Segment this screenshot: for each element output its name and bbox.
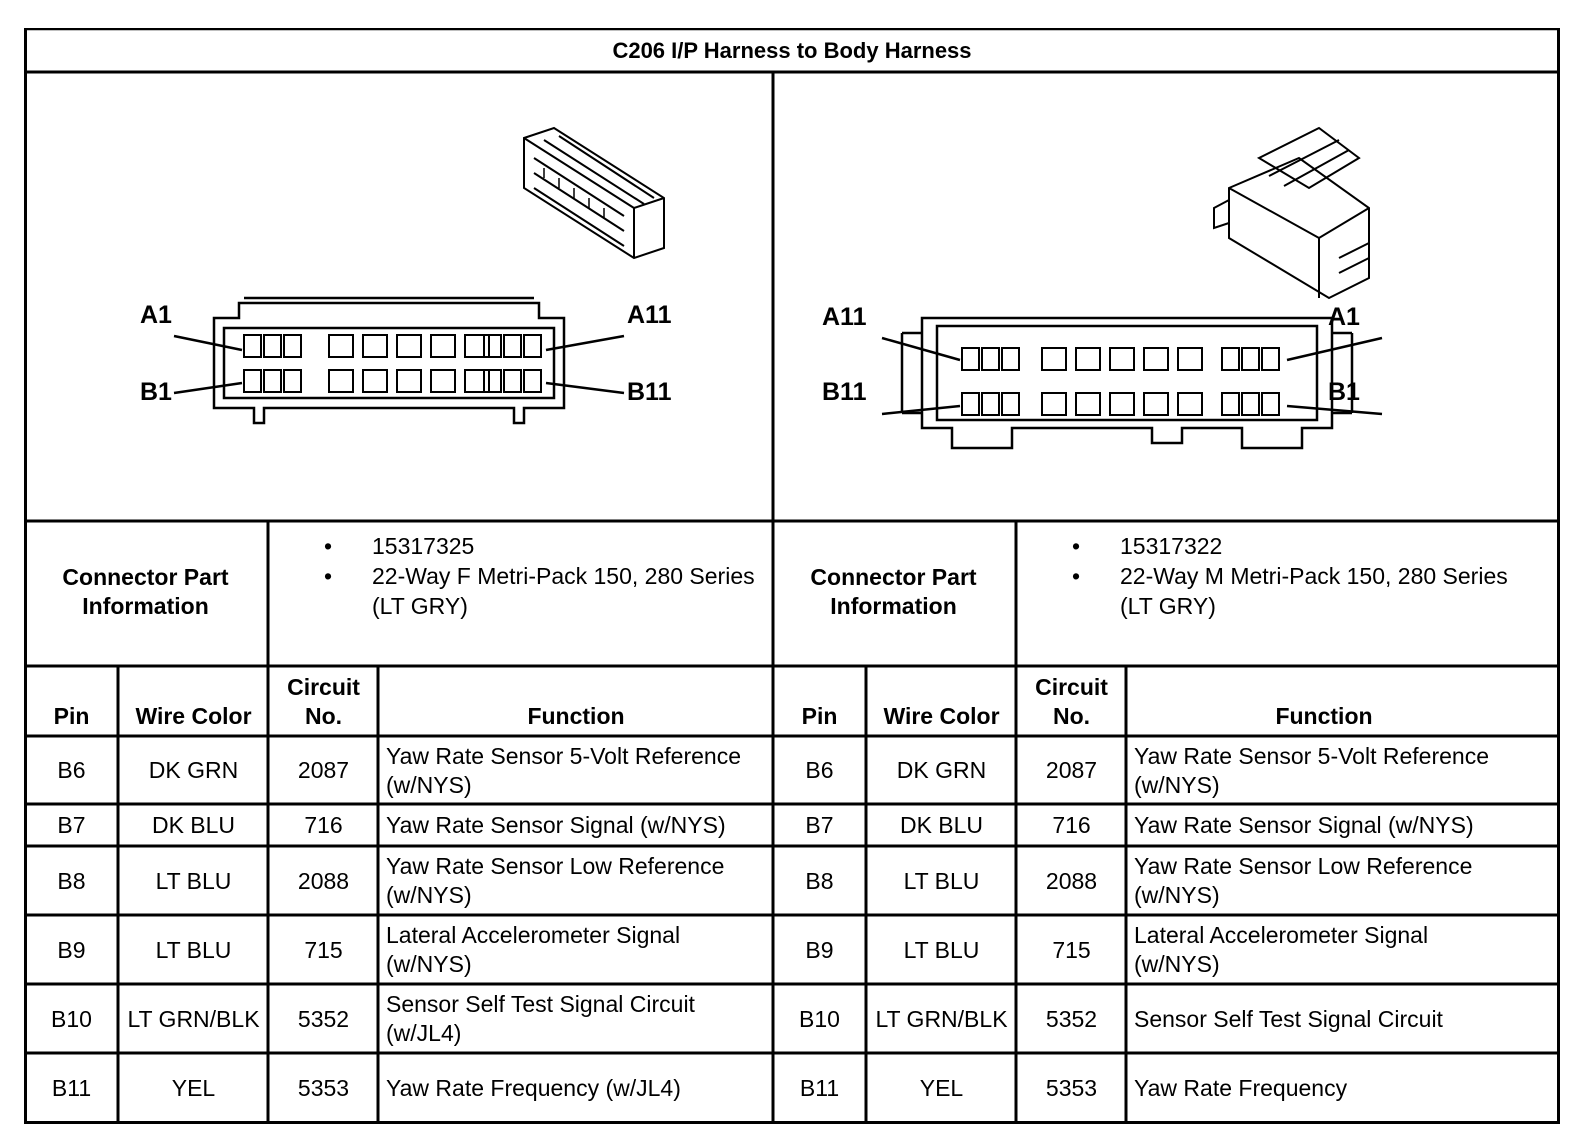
left-header-pin: Pin xyxy=(53,703,90,729)
left-row-b6-pin: B6 xyxy=(57,757,86,783)
right-row-b11-circuit: 5353 xyxy=(1045,1074,1098,1101)
left-row-b7-color: DK BLU xyxy=(151,812,236,838)
right-header-wire-color: Wire Color xyxy=(883,703,1000,729)
right-row-b6-function: Yaw Rate Sensor 5-Volt Reference (w/NYS) xyxy=(1134,742,1489,798)
left-row-b11-pin: B11 xyxy=(51,1074,92,1101)
left-row-b10-function: Sensor Self Test Signal Circuit (w/JL4) xyxy=(386,991,695,1046)
right-row-b11-function: Yaw Rate Frequency xyxy=(1134,1074,1348,1101)
right-part-number: •15317322 xyxy=(1072,533,1223,559)
table-grid-lines xyxy=(24,28,1560,1124)
right-row-b11-pin: B11 xyxy=(799,1074,840,1101)
right-header-function: Function xyxy=(1275,703,1373,729)
left-connector-part-info-label: Connector Part Information xyxy=(62,564,229,619)
left-row-b7-function: Yaw Rate Sensor Signal (w/NYS) xyxy=(386,812,726,838)
left-connector-part-info: •15317325 •22-Way F Metri-Pack 150, 280 … xyxy=(268,531,768,621)
right-label-a-last: A1 xyxy=(1328,303,1360,331)
left-row-b10-pin: B10 xyxy=(51,1005,92,1032)
right-header-pin: Pin xyxy=(801,703,838,729)
right-row-b9-circuit: 715 xyxy=(1052,936,1091,963)
left-row-b9-pin: B9 xyxy=(57,936,86,963)
left-row-b6-function: Yaw Rate Sensor 5-Volt Reference (w/NYS) xyxy=(386,742,741,798)
right-connector-part-info-label: Connector Part Information xyxy=(810,564,977,619)
right-row-b6-pin: B6 xyxy=(805,757,834,783)
right-connector-part-info: •15317322 •22-Way M Metri-Pack 150, 280 … xyxy=(1016,531,1516,621)
left-row-b9-color: LT BLU xyxy=(155,936,232,963)
left-part-number: •15317325 xyxy=(324,533,475,559)
left-row-b11-circuit: 5353 xyxy=(297,1074,350,1101)
left-label-a-first: A1 xyxy=(140,301,172,329)
left-row-b7-circuit: 716 xyxy=(304,812,343,838)
left-label-a-last: A11 xyxy=(627,301,672,329)
right-row-b6-color: DK GRN xyxy=(896,757,987,783)
left-row-b10-color: LT GRN/BLK xyxy=(127,1005,260,1032)
left-header-function: Function xyxy=(527,703,625,729)
right-row-b11-color: YEL xyxy=(919,1074,964,1101)
left-row-b9-function: Lateral Accelerometer Signal (w/NYS) xyxy=(386,922,681,977)
right-row-b7-pin: B7 xyxy=(805,812,834,838)
left-row-b8-pin: B8 xyxy=(57,867,86,894)
right-row-b9-pin: B9 xyxy=(805,936,834,963)
right-row-b10-function: Sensor Self Test Signal Circuit xyxy=(1134,1005,1443,1032)
left-header-wire-color: Wire Color xyxy=(135,703,252,729)
right-row-b7-color: DK BLU xyxy=(899,812,984,838)
right-label-b-last: B1 xyxy=(1328,378,1360,406)
right-part-description: •22-Way M Metri-Pack 150, 280 Series (LT… xyxy=(1072,563,1508,619)
left-row-b9-circuit: 715 xyxy=(304,936,343,963)
right-row-b10-circuit: 5352 xyxy=(1045,1005,1098,1032)
left-label-b-first: B1 xyxy=(140,378,172,406)
left-part-description: •22-Way F Metri-Pack 150, 280 Series (LT… xyxy=(324,563,755,619)
diagram-title: C206 I/P Harness to Body Harness xyxy=(612,37,972,63)
left-header-circuit: Circuit No. xyxy=(287,674,360,729)
left-label-b-last: B11 xyxy=(627,378,672,406)
right-label-a-first: A11 xyxy=(822,303,867,331)
left-row-b10-circuit: 5352 xyxy=(297,1005,350,1032)
right-row-b8-function: Yaw Rate Sensor Low Reference (w/NYS) xyxy=(1134,853,1473,908)
right-row-b7-circuit: 716 xyxy=(1052,812,1091,838)
connector-diagram-sheet: C206 I/P Harness to Body Harness A1 A11 … xyxy=(24,28,1560,1124)
right-row-b10-color: LT GRN/BLK xyxy=(875,1005,1008,1032)
left-row-b11-function: Yaw Rate Frequency (w/JL4) xyxy=(386,1074,681,1101)
right-row-b6-circuit: 2087 xyxy=(1045,757,1098,783)
left-row-b8-function: Yaw Rate Sensor Low Reference (w/NYS) xyxy=(386,853,725,908)
right-row-b9-color: LT BLU xyxy=(903,936,980,963)
left-row-b6-color: DK GRN xyxy=(148,757,239,783)
left-row-b8-circuit: 2088 xyxy=(297,867,350,894)
right-row-b8-pin: B8 xyxy=(805,867,834,894)
right-label-b-first: B11 xyxy=(822,378,867,406)
left-row-b7-pin: B7 xyxy=(57,812,86,838)
right-row-b8-color: LT BLU xyxy=(903,867,980,894)
right-row-b7-function: Yaw Rate Sensor Signal (w/NYS) xyxy=(1134,812,1474,838)
right-row-b9-function: Lateral Accelerometer Signal (w/NYS) xyxy=(1134,922,1429,977)
left-row-b6-circuit: 2087 xyxy=(297,757,350,783)
right-row-b8-circuit: 2088 xyxy=(1045,867,1098,894)
right-row-b10-pin: B10 xyxy=(799,1005,840,1032)
left-row-b8-color: LT BLU xyxy=(155,867,232,894)
left-row-b11-color: YEL xyxy=(171,1074,216,1101)
right-header-circuit: Circuit No. xyxy=(1035,674,1108,729)
